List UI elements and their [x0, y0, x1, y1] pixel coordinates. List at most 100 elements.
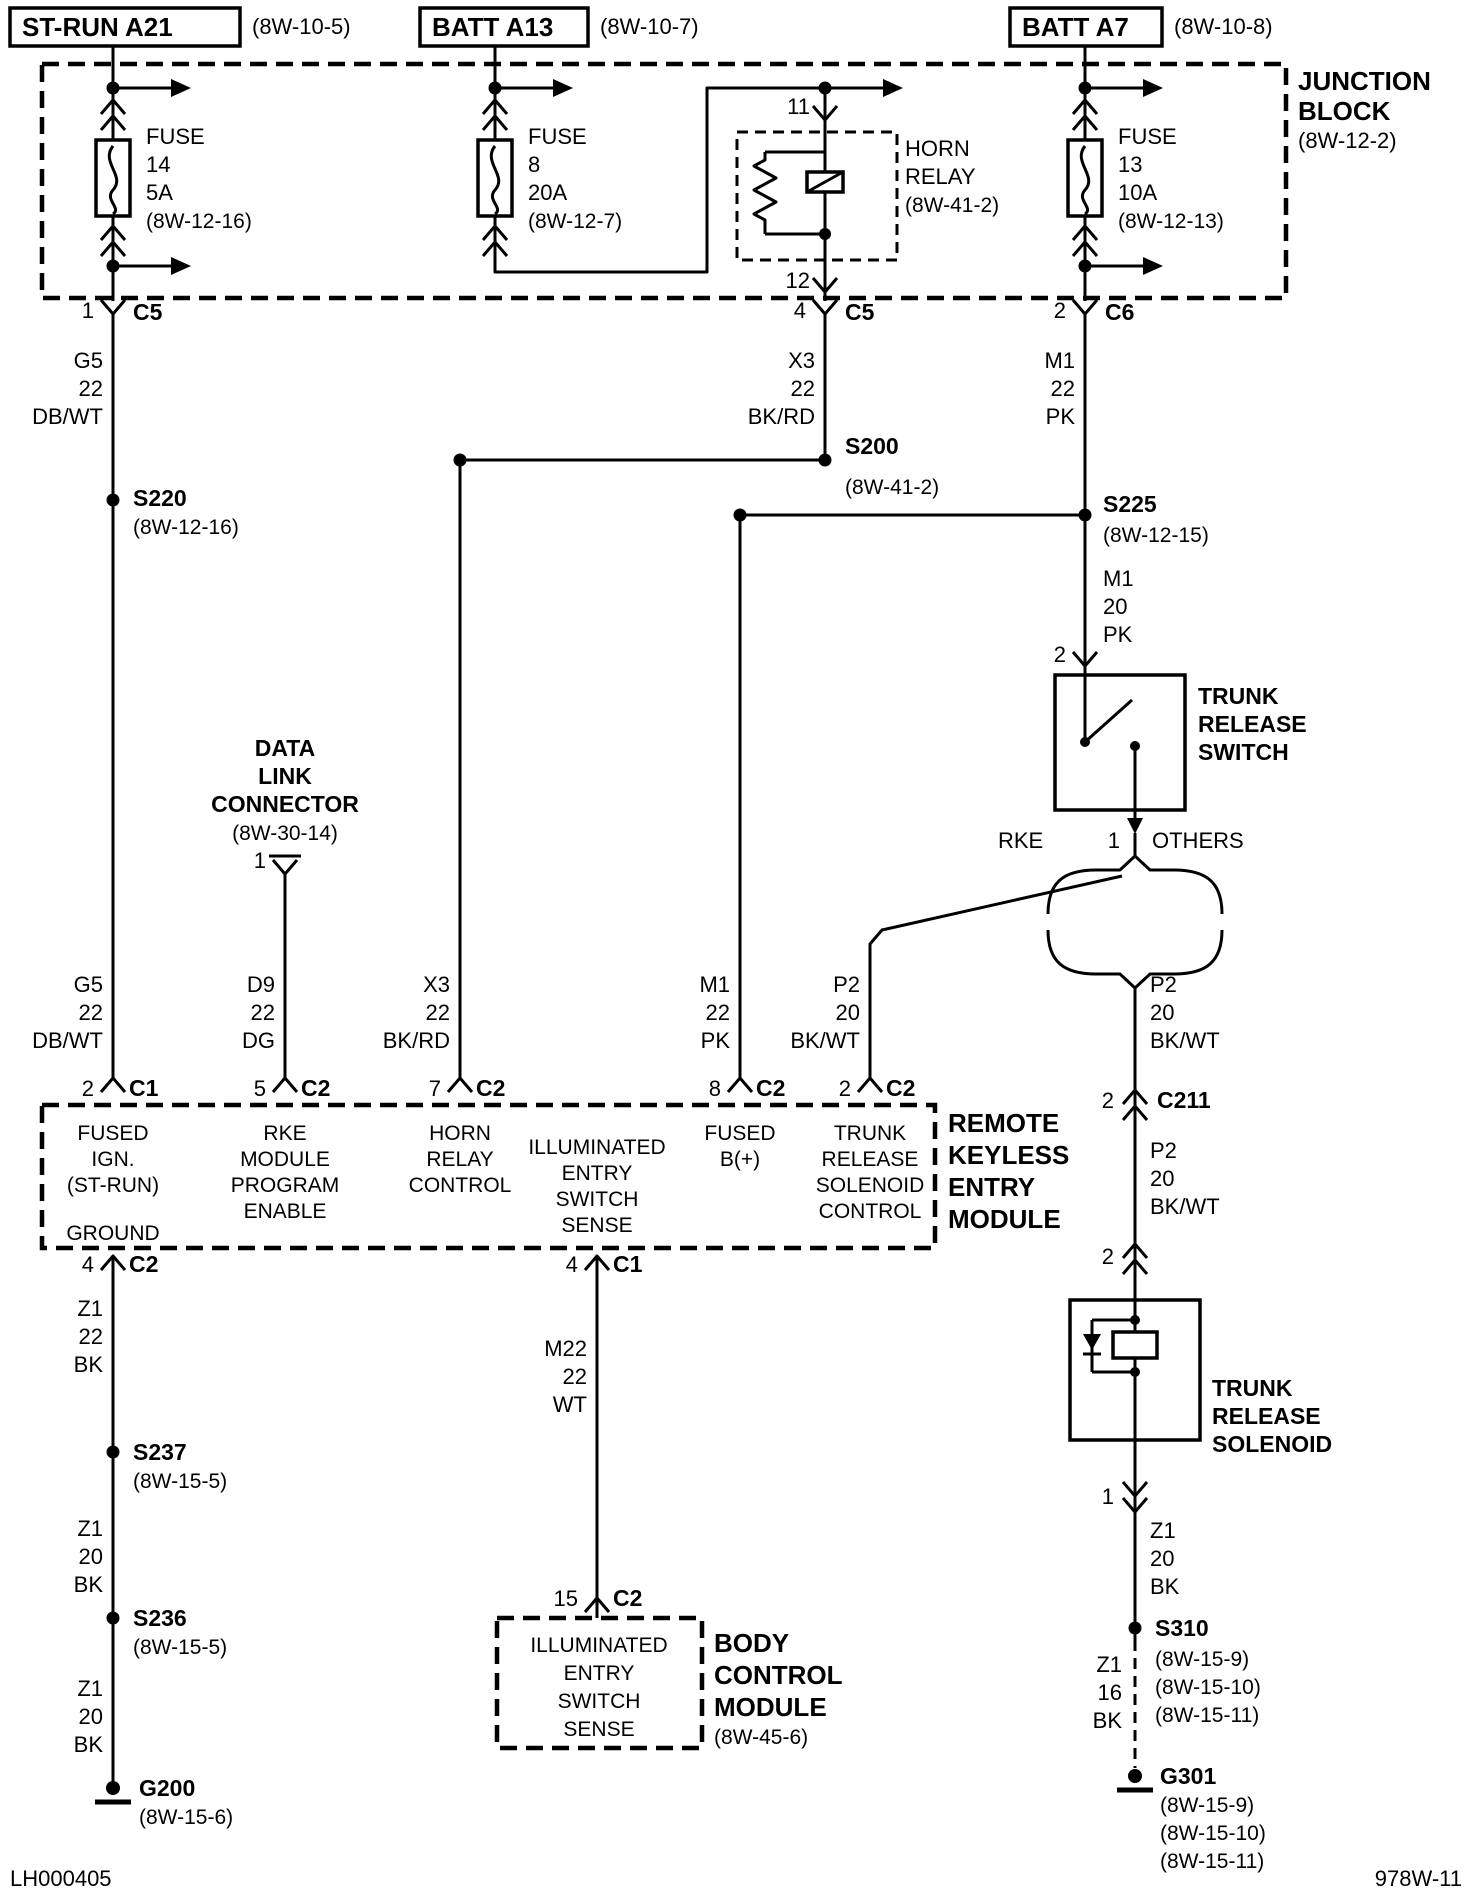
- rke-fn-trunk-3: SOLENOID: [816, 1174, 925, 1197]
- bcm-ref: (8W-45-6): [714, 1726, 808, 1749]
- source-box-batt-a7: [1008, 6, 1164, 48]
- wire-p2-upper-1: P2: [1150, 972, 1177, 997]
- wire-m22-2: 22: [563, 1364, 587, 1389]
- source-box-st-run: [8, 6, 242, 48]
- fuse8-ref: (8W-12-7): [528, 210, 622, 233]
- arrowhead: [883, 79, 903, 97]
- splice-s310-dot: [1128, 1621, 1142, 1635]
- wire-z1-b-3: BK: [74, 1572, 104, 1597]
- connector-c5-left-pin: 1: [82, 298, 94, 323]
- wire-g5-top-3: DB/WT: [32, 404, 103, 429]
- relay-contact-blade: [806, 170, 844, 194]
- wire-d9-2: 22: [251, 1000, 275, 1025]
- wire-z1-gnd-3: BK: [1093, 1708, 1123, 1733]
- rke-pin-5c2-conn: C2: [301, 1075, 330, 1101]
- wire-x3-bottom-3: BK/RD: [383, 1028, 450, 1053]
- wire-p2-module-2: 20: [836, 1000, 860, 1025]
- rke-fn-illum-3: SWITCH: [556, 1188, 639, 1211]
- dlc-title-2: LINK: [258, 763, 312, 789]
- fuse14-line3: 5A: [146, 180, 173, 205]
- dlc-pin: 1: [254, 848, 266, 873]
- dlc-title-1: DATA: [255, 735, 315, 761]
- splice-s237-name: S237: [133, 1439, 187, 1465]
- ground-g301-ref-3: (8W-15-11): [1160, 1850, 1264, 1873]
- rke-pin-2c1-pin: 2: [82, 1076, 94, 1101]
- wire-p2-lower-1: P2: [1150, 1138, 1177, 1163]
- junction-dots: [106, 81, 1142, 1795]
- ground-g301-ref-1: (8W-15-9): [1160, 1794, 1254, 1817]
- rke-fn-fusedb-2: B(+): [720, 1148, 760, 1171]
- trunk-release-switch-symbol: [1053, 673, 1187, 834]
- fuse-8-symbol: [476, 138, 514, 218]
- splice-s236-ref: (8W-15-5): [133, 1636, 227, 1659]
- footer-sheet-number: 978W-11: [1375, 1866, 1462, 1891]
- dlc-title-3: CONNECTOR: [211, 791, 359, 817]
- horn-relay-title-2: RELAY: [905, 164, 976, 189]
- fuse13-line2: 13: [1118, 152, 1142, 177]
- bcm-inside-1: ILLUMINATED: [530, 1634, 667, 1657]
- rke-fn-fused-ign-3: (ST-RUN): [67, 1174, 159, 1197]
- connector-c5-mid-pin: 4: [794, 298, 806, 323]
- wire-m22-1: M22: [544, 1336, 587, 1361]
- connector-c5-mid-name: C5: [845, 299, 875, 325]
- circuit-wires: [111, 46, 1137, 1788]
- wire-p2-branch-diagonal: [868, 874, 1123, 1078]
- ground-g200-ref: (8W-15-6): [139, 1806, 233, 1829]
- relay-contact-box: [805, 170, 845, 194]
- rke-title-3: ENTRY: [948, 1172, 1035, 1202]
- arrowhead: [553, 79, 573, 97]
- source-box-batt-a13: [418, 6, 590, 48]
- rke-ground-conn: C2: [129, 1251, 158, 1277]
- fuse13-line1: FUSE: [1118, 124, 1177, 149]
- trunk-switch-branch-others: OTHERS: [1152, 828, 1244, 853]
- wire-z1-c-3: BK: [74, 1732, 104, 1757]
- solenoid-diode: [1083, 1334, 1101, 1350]
- wire-m1-switch-3: PK: [1103, 622, 1133, 647]
- arrowhead: [1143, 257, 1163, 275]
- bcm-title-2: CONTROL: [714, 1660, 843, 1690]
- junction-block-box: [39, 61, 1289, 301]
- rke-fn-horn-1: HORN: [429, 1122, 491, 1145]
- fuse14-line1: FUSE: [146, 124, 205, 149]
- trunk-solenoid-title-2: RELEASE: [1212, 1403, 1321, 1429]
- connector-fork-symbols: [99, 105, 1099, 1613]
- harness-split-braces: [1046, 854, 1224, 990]
- rke-fn-horn-3: CONTROL: [409, 1174, 512, 1197]
- rke-fn-horn-2: RELAY: [426, 1148, 493, 1171]
- rke-fn-ground: GROUND: [66, 1222, 159, 1245]
- junction-block-title-1: JUNCTION: [1298, 66, 1431, 96]
- bcm-title-1: BODY: [714, 1628, 789, 1658]
- source-batt-a7-ref: (8W-10-8): [1174, 14, 1273, 39]
- horn-relay-symbol: [735, 130, 899, 262]
- trunk-switch-title-1: TRUNK: [1198, 683, 1279, 709]
- source-batt-a13-ref: (8W-10-7): [600, 14, 699, 39]
- wire-g5-bottom-1: G5: [74, 972, 103, 997]
- bcm-box: [494, 1615, 705, 1751]
- rke-pin-8c2-pin: 8: [709, 1076, 721, 1101]
- solenoid-coil-box: [1111, 1330, 1159, 1360]
- arrowhead: [171, 257, 191, 275]
- splice-s220-ref: (8W-12-16): [133, 516, 239, 539]
- wire-m1-top-2: 22: [1051, 376, 1075, 401]
- connector-c6-pin: 2: [1054, 298, 1066, 323]
- rke-pin-5c2-pin: 5: [254, 1076, 266, 1101]
- wire-x3-top-1: X3: [788, 348, 815, 373]
- fuse8-line1: FUSE: [528, 124, 587, 149]
- source-batt-a7-label: BATT A7: [1022, 12, 1129, 42]
- bcm-conn: C2: [613, 1585, 642, 1611]
- wire-g5-top-1: G5: [74, 348, 103, 373]
- wire-m1-bottom-3: PK: [701, 1028, 731, 1053]
- wire-z1-sol-3: BK: [1150, 1574, 1180, 1599]
- rke-fn-trunk-4: CONTROL: [819, 1200, 922, 1223]
- wire-d9-1: D9: [247, 972, 275, 997]
- bcm-inside-3: SWITCH: [558, 1690, 641, 1713]
- wire-z1-a-3: BK: [74, 1352, 104, 1377]
- wire-z1-sol-2: 20: [1150, 1546, 1174, 1571]
- wire-m1-bottom-2: 22: [706, 1000, 730, 1025]
- ground-g301-dot: [1128, 1769, 1142, 1783]
- wire-x3-top-2: 22: [791, 376, 815, 401]
- wire-p2-lower-2: 20: [1150, 1166, 1174, 1191]
- trunk-switch-title-2: RELEASE: [1198, 711, 1307, 737]
- horn-relay-ref: (8W-41-2): [905, 194, 999, 217]
- relay-coil-resistor: [752, 152, 778, 234]
